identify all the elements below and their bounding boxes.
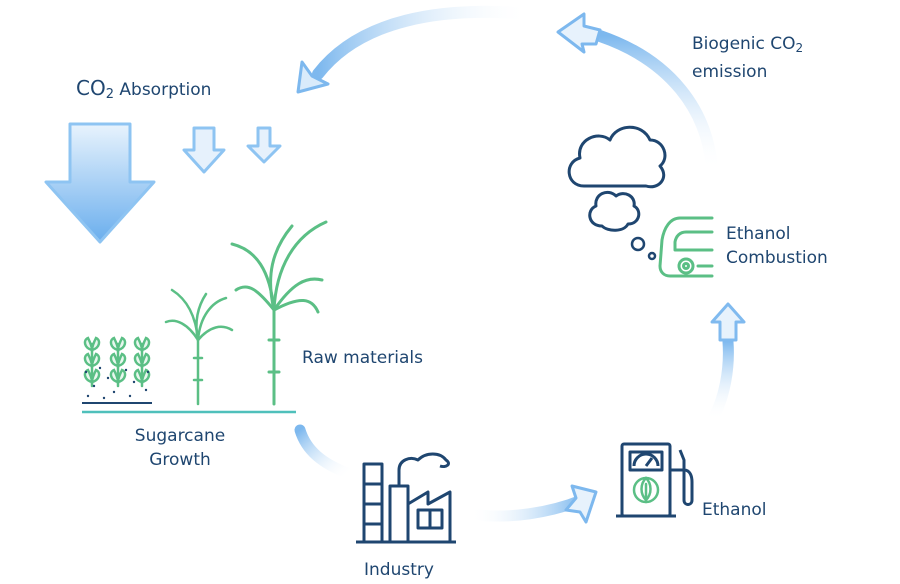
cycle-arrow-icon — [464, 484, 598, 524]
cloud-icon — [588, 190, 641, 232]
co2-absorption-sub: 2 — [105, 87, 114, 102]
biogenic-line1-sub: 2 — [795, 41, 804, 55]
biogenic-line2: emission — [692, 62, 768, 82]
raw-materials-label: Raw materials — [302, 348, 423, 368]
cycle-arrow-icon — [706, 302, 746, 426]
factory-icon — [356, 452, 456, 544]
seedling-icon — [83, 336, 151, 388]
ethanol-label: Ethanol — [702, 500, 767, 520]
sugarcane-line1: Sugarcane — [134, 426, 226, 446]
sugarcane-line2: Growth — [149, 450, 211, 470]
down-arrow-icon — [44, 122, 156, 244]
fuel-pump-icon — [616, 442, 694, 518]
biogenic-co2-emission-label: Biogenic CO2 emission — [692, 32, 803, 84]
down-arrow-icon — [246, 126, 282, 164]
sugarcane-plant-icon — [164, 288, 234, 406]
ethanol-combustion-line2: Combustion — [726, 248, 828, 268]
co2-absorption-label: CO2 Absorption — [76, 76, 211, 107]
co2-absorption-prefix: CO — [76, 76, 106, 100]
soil-pattern — [82, 366, 152, 404]
cycle-arrow-icon — [556, 12, 718, 176]
sugarcane-growth-label: Sugarcane Growth — [130, 424, 230, 472]
cloud-icon — [567, 125, 667, 189]
biogenic-line1-prefix: Biogenic CO — [692, 34, 796, 54]
sugarcane-plant-icon — [230, 220, 328, 406]
ethanol-combustion-label: Ethanol Combustion — [726, 222, 828, 270]
co2-absorption-suffix: Absorption — [114, 80, 212, 100]
car-icon — [658, 216, 714, 278]
ethanol-combustion-line1: Ethanol — [726, 224, 791, 244]
down-arrow-icon — [182, 126, 226, 174]
leaf-icon — [632, 476, 660, 504]
biogenic-line1: Biogenic CO2 — [692, 32, 803, 60]
industry-label: Industry — [364, 560, 434, 580]
cycle-arrow-icon — [296, 5, 536, 94]
cloud-icon — [630, 236, 657, 261]
cycle-arrow-icon — [294, 424, 356, 480]
